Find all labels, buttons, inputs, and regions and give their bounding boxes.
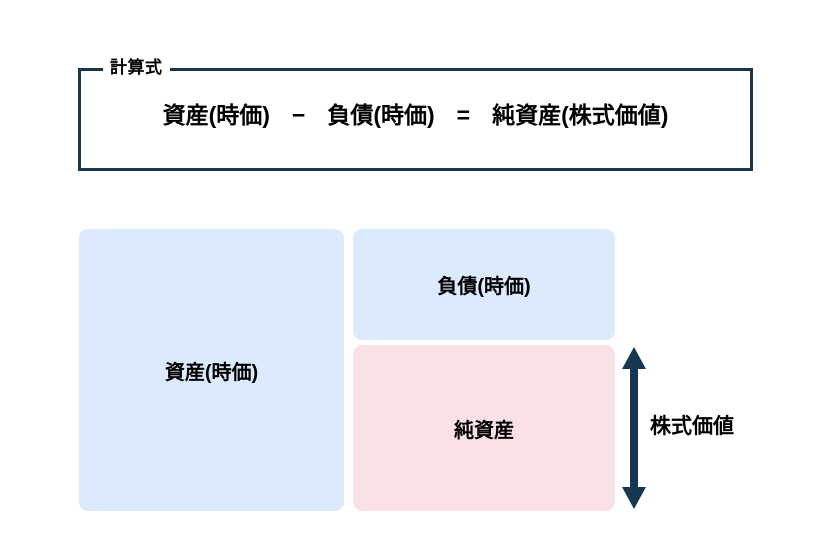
formula-term-liabilities: 負債(時価)	[327, 101, 435, 128]
formula-expression: 資産(時価) − 負債(時価) = 純資産(株式価値)	[163, 96, 669, 130]
formula-operator-minus: −	[291, 101, 306, 128]
block-assets-label: 資産(時価)	[164, 361, 259, 384]
double-arrow-icon	[620, 345, 648, 511]
formula-term-net-assets: 純資産(株式価値)	[492, 101, 669, 128]
block-liabilities-label: 負債(時価)	[437, 276, 531, 298]
formula-line: 資産(時価) − 負債(時価) = 純資産(株式価値)	[81, 71, 750, 168]
double-arrow-svg	[622, 347, 646, 509]
formula-box-legend: 計算式	[103, 56, 170, 80]
arrow-label-share-value: 株式価値	[650, 415, 734, 438]
block-assets: 資産(時価)	[79, 229, 344, 511]
formula-term-assets: 資産(時価)	[162, 101, 270, 128]
block-liabilities: 負債(時価)	[353, 229, 615, 340]
block-net-assets: 純資産	[353, 345, 615, 511]
double-arrow-shape	[622, 347, 646, 509]
block-net-assets-label: 純資産	[454, 419, 514, 442]
formula-operator-equals: =	[456, 101, 471, 128]
formula-box: 計算式 資産(時価) − 負債(時価) = 純資産(株式価値)	[78, 56, 753, 171]
